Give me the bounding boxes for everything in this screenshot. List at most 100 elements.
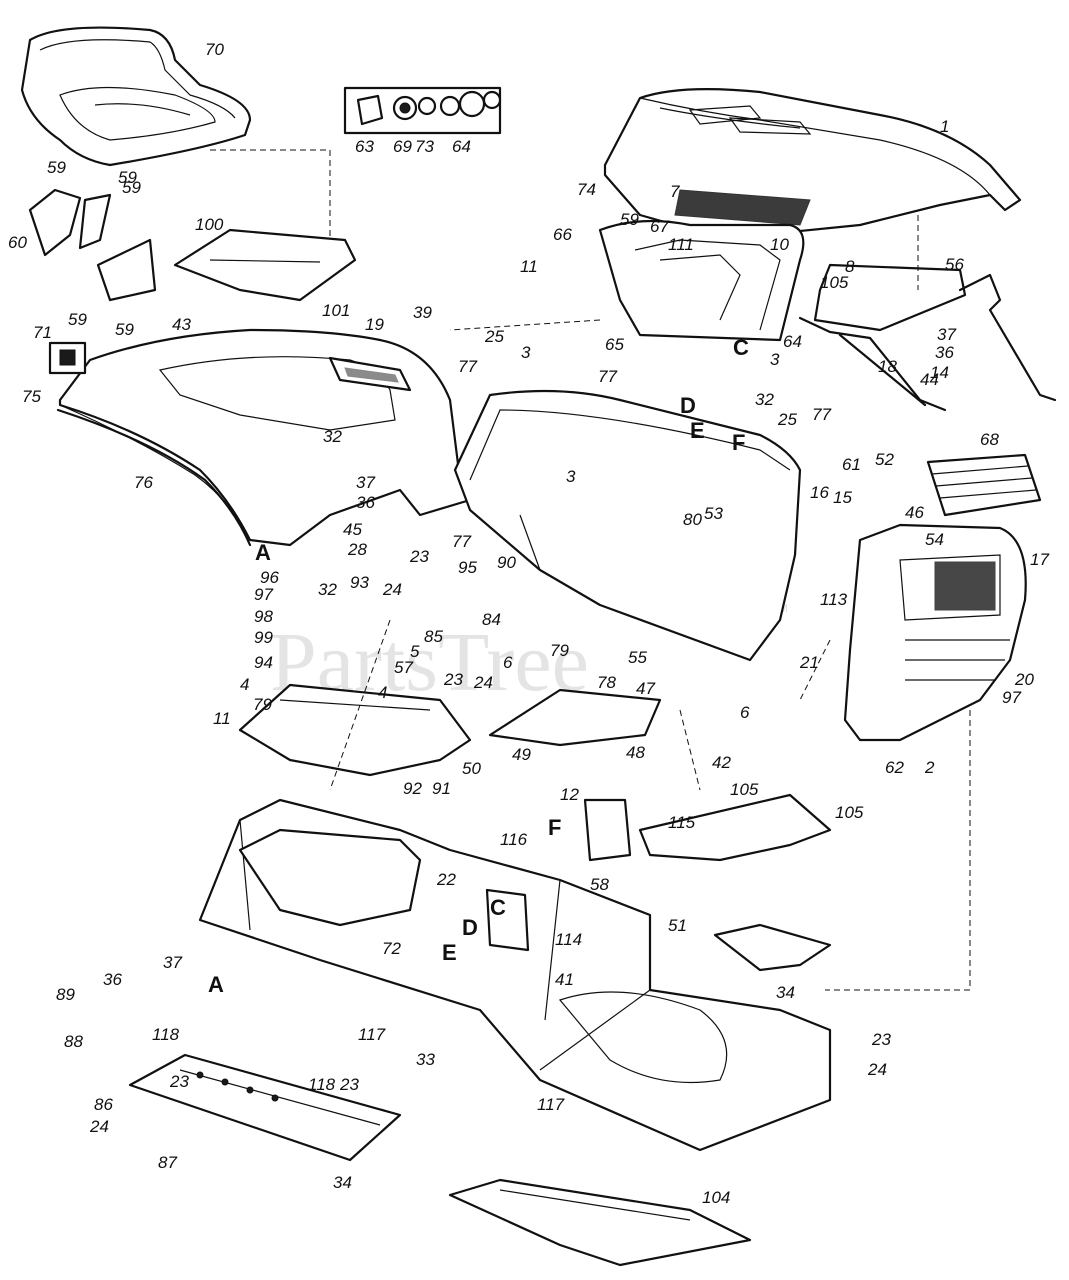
part-number-label[interactable]: 11 [520, 257, 538, 276]
side-panel-part-42[interactable] [638, 793, 832, 862]
part-number-label[interactable]: 117 [358, 1025, 386, 1044]
part-number-label[interactable]: 21 [799, 653, 819, 672]
part-number-label[interactable]: 59 [47, 158, 66, 177]
part-number-label[interactable]: 64 [452, 137, 471, 156]
fender-part-43[interactable] [58, 328, 472, 547]
part-number-label[interactable]: 65 [605, 335, 624, 354]
part-number-label[interactable]: 37 [937, 325, 956, 344]
part-number-label[interactable]: 99 [254, 628, 273, 647]
front-grille-part-21[interactable] [843, 523, 1027, 742]
part-number-label[interactable]: 98 [254, 607, 273, 626]
part-number-label[interactable]: 105 [835, 803, 864, 822]
part-number-label[interactable]: 105 [820, 273, 849, 292]
part-number-label[interactable]: 118 [152, 1025, 180, 1044]
part-number-label[interactable]: 41 [555, 970, 574, 989]
part-number-label[interactable]: 52 [875, 450, 894, 469]
part-number-label[interactable]: 20 [1014, 670, 1034, 689]
dash-bracket-part-65[interactable] [598, 219, 805, 342]
part-number-label[interactable]: 75 [22, 387, 41, 406]
front-panel-part-55[interactable] [453, 389, 802, 662]
part-number-label[interactable]: 23 [409, 547, 429, 566]
part-number-label[interactable]: 15 [833, 488, 852, 507]
part-number-label[interactable]: 5 [410, 642, 420, 661]
part-number-label[interactable]: 43 [172, 315, 191, 334]
part-number-label[interactable]: 54 [925, 530, 944, 549]
part-number-label[interactable]: 95 [458, 558, 477, 577]
part-number-label[interactable]: 36 [356, 493, 375, 512]
part-number-label[interactable]: 74 [577, 180, 596, 199]
bracket-part-22[interactable] [485, 888, 530, 952]
part-number-label[interactable]: 59 [118, 168, 137, 187]
part-number-label[interactable]: 33 [416, 1050, 435, 1069]
part-number-label[interactable]: 100 [195, 215, 224, 234]
part-number-label[interactable]: 72 [382, 939, 401, 958]
part-number-label[interactable]: 47 [636, 679, 655, 698]
footrest-plate-part-34[interactable] [713, 923, 832, 972]
part-number-label[interactable]: 23 [169, 1072, 189, 1091]
part-number-label[interactable]: 116 [500, 830, 528, 849]
part-number-label[interactable]: 16 [810, 483, 829, 502]
fender-trim-part-76[interactable] [56, 408, 252, 547]
part-number-label[interactable]: 77 [812, 405, 831, 424]
part-number-label[interactable]: 59 [122, 178, 141, 197]
headlight-lens-part-68[interactable] [926, 453, 1042, 517]
part-number-label[interactable]: 56 [945, 255, 964, 274]
part-number-label[interactable]: 62 [885, 758, 904, 777]
part-number-label[interactable]: 63 [355, 137, 374, 156]
part-number-label[interactable]: 97 [1002, 688, 1021, 707]
ignition-switch-parts[interactable] [343, 86, 502, 135]
part-number-label[interactable]: 3 [566, 467, 576, 486]
part-number-label[interactable]: 28 [347, 540, 367, 559]
part-number-label[interactable]: 79 [550, 641, 569, 660]
part-number-label[interactable]: 91 [432, 779, 451, 798]
part-number-label[interactable]: 3 [770, 350, 780, 369]
part-number-label[interactable]: 76 [134, 473, 153, 492]
part-number-label[interactable]: 11 [213, 709, 231, 728]
part-number-label[interactable]: 55 [628, 648, 647, 667]
part-number-label[interactable]: 23 [871, 1030, 891, 1049]
part-number-label[interactable]: 1 [940, 117, 949, 136]
part-number-label[interactable]: 101 [322, 301, 350, 320]
part-number-label[interactable]: 85 [424, 627, 443, 646]
part-number-label[interactable]: 6 [740, 703, 750, 722]
part-number-label[interactable]: 79 [253, 695, 272, 714]
part-number-label[interactable]: 97 [254, 585, 273, 604]
part-number-label[interactable]: 96 [260, 568, 279, 587]
light-switch-part-71[interactable] [48, 341, 87, 375]
part-number-label[interactable]: 23 [339, 1075, 359, 1094]
part-number-label[interactable]: 8 [845, 257, 855, 276]
part-number-label[interactable]: 80 [683, 510, 702, 529]
part-number-label[interactable]: 59 [115, 320, 134, 339]
part-number-label[interactable]: 57 [394, 658, 413, 677]
part-number-label[interactable]: 48 [626, 743, 645, 762]
part-number-label[interactable]: 92 [403, 779, 422, 798]
part-number-label[interactable]: 50 [462, 759, 481, 778]
part-number-label[interactable]: 44 [920, 370, 939, 389]
part-number-label[interactable]: 78 [597, 673, 616, 692]
part-number-label[interactable]: 10 [770, 235, 789, 254]
part-number-label[interactable]: 19 [365, 315, 384, 334]
grille-screen-part-10[interactable] [674, 189, 811, 226]
part-number-label[interactable]: 86 [94, 1095, 113, 1114]
part-number-label[interactable]: 25 [777, 410, 797, 429]
part-number-label[interactable]: 87 [158, 1153, 177, 1172]
part-number-label[interactable]: 42 [712, 753, 731, 772]
part-number-label[interactable]: 49 [512, 745, 531, 764]
part-number-label[interactable]: 70 [205, 40, 224, 59]
part-number-label[interactable]: 64 [783, 332, 802, 351]
part-number-label[interactable]: 67 [650, 217, 669, 236]
part-number-label[interactable]: 45 [343, 520, 362, 539]
part-number-label[interactable]: 39 [413, 303, 432, 322]
part-number-label[interactable]: 24 [382, 580, 402, 599]
part-number-label[interactable]: 105 [730, 780, 759, 799]
part-number-label[interactable]: 4 [378, 683, 387, 702]
part-number-label[interactable]: 36 [103, 970, 122, 989]
part-number-label[interactable]: 115 [668, 813, 696, 832]
part-number-label[interactable]: 2 [924, 758, 935, 777]
part-number-label[interactable]: 34 [776, 983, 795, 1002]
hood-bracket-part-8[interactable] [798, 263, 1057, 412]
part-number-label[interactable]: 25 [484, 327, 504, 346]
part-number-label[interactable]: 68 [980, 430, 999, 449]
part-number-label[interactable]: 24 [473, 673, 493, 692]
part-number-label[interactable]: 24 [867, 1060, 887, 1079]
